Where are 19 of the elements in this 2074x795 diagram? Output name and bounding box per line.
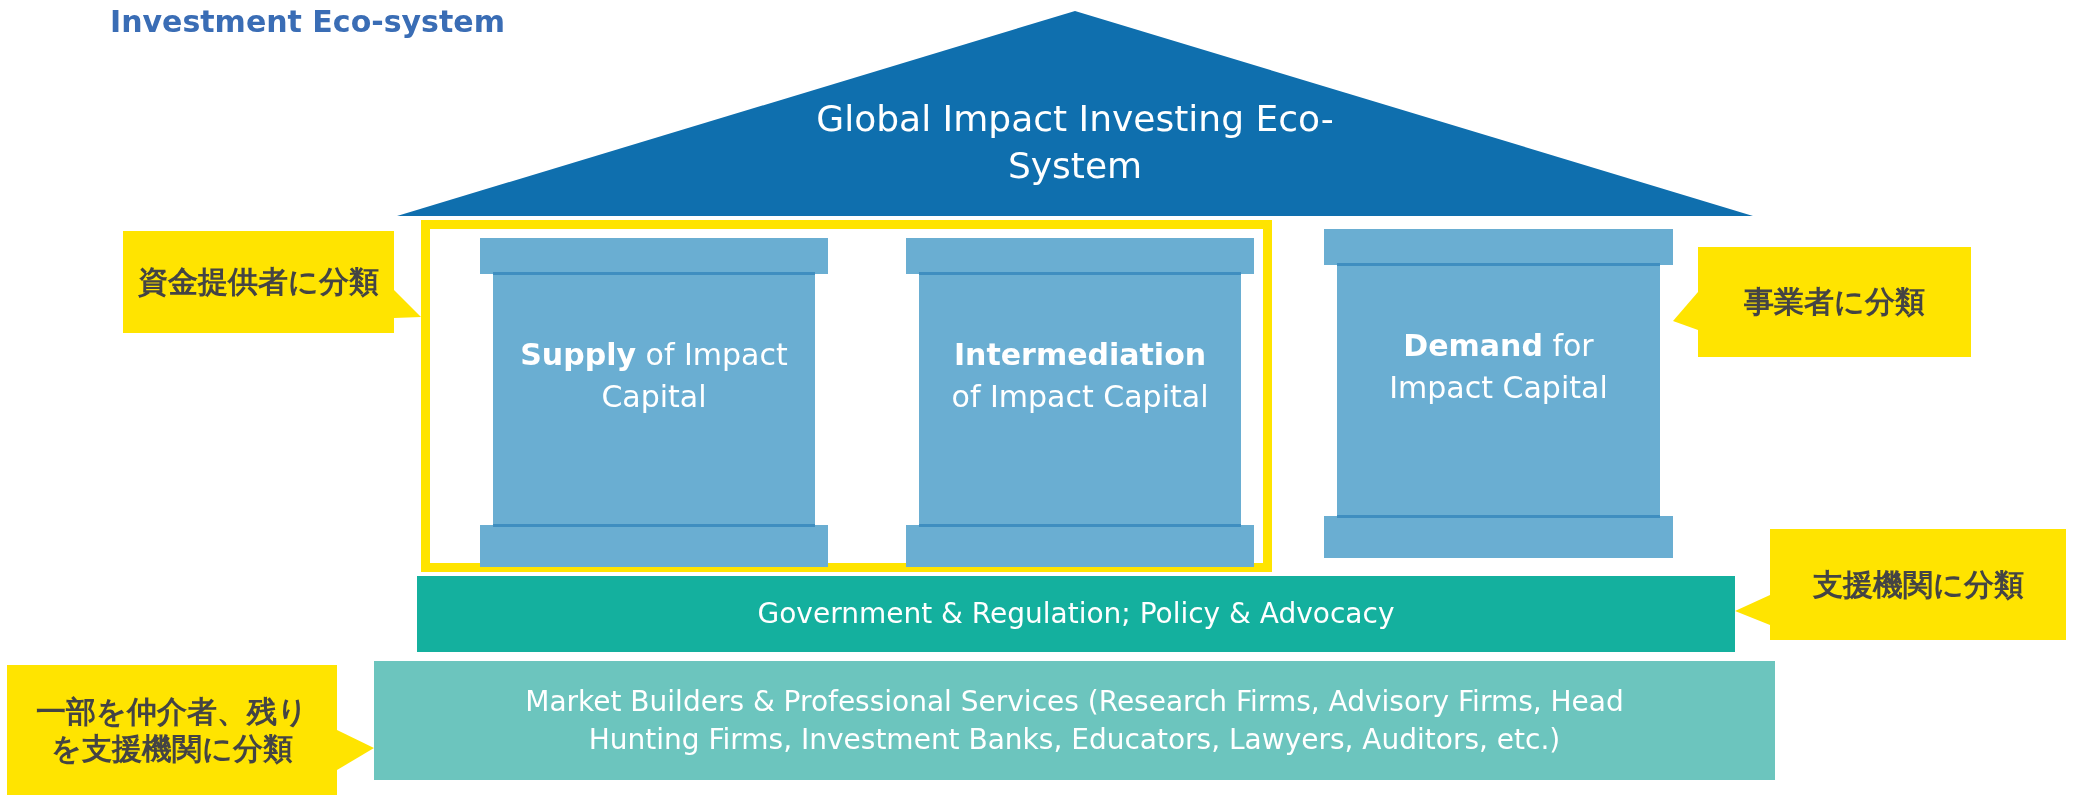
- callout-box: 事業者に分類: [1698, 247, 1971, 357]
- callout-box: 資金提供者に分類: [123, 231, 394, 333]
- pillar: [1324, 229, 1673, 558]
- pillar-label: Intermediation of Impact Capital: [950, 336, 1210, 416]
- callout-pointer: [1735, 595, 1770, 625]
- band: Government & Regulation; Policy & Advocacy: [417, 576, 1735, 652]
- callout-pointer: [394, 290, 421, 318]
- pillar: [906, 238, 1254, 567]
- band: Market Builders & Professional Services (Research Firms, Advisory Firms, Head Hunting Firms, Investment Banks, Educators, Lawyers, Auditors, etc.): [374, 661, 1775, 780]
- title: Investment Eco-system: [110, 4, 505, 39]
- highlight-frame: [421, 220, 1272, 572]
- callout-pointer: [337, 730, 374, 770]
- pillar-label: Demand for Impact Capital: [1388, 327, 1609, 407]
- callout-box: 支援機関に分類: [1770, 529, 2066, 640]
- pillar-label: Supply of Impact Capital: [519, 336, 789, 416]
- roof-label: Global Impact Investing Eco-System: [815, 97, 1335, 188]
- callout-pointer: [1673, 292, 1698, 330]
- pillar: [480, 238, 828, 567]
- callout-box: 一部を仲介者、残りを支援機関に分類: [7, 665, 337, 795]
